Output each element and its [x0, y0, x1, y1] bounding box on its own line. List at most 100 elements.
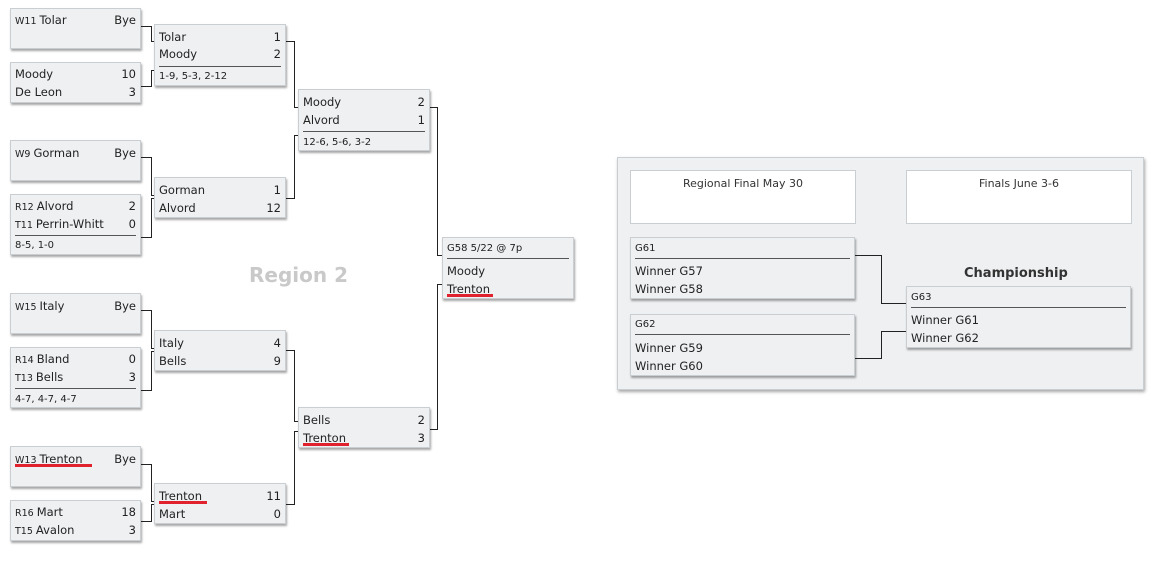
- team-score: 18: [121, 505, 136, 519]
- connector: [881, 331, 906, 332]
- divider: [911, 307, 1126, 308]
- divider: [15, 388, 136, 389]
- connector: [141, 390, 151, 391]
- team-name: Bells: [159, 354, 187, 368]
- connector: [151, 504, 152, 522]
- team-score: 9: [273, 354, 281, 368]
- game-header: G58 5/22 @ 7p: [447, 243, 523, 254]
- r3-game-2[interactable]: Bells 2 Trenton 3: [298, 407, 430, 448]
- region-title: Region 2: [249, 263, 348, 287]
- connector: [286, 198, 294, 199]
- connector: [151, 157, 152, 195]
- connector: [151, 198, 152, 238]
- seed-label: R14: [15, 355, 34, 366]
- divider: [159, 66, 281, 67]
- team-name: Moody: [447, 264, 486, 278]
- seed-label: R12: [15, 202, 34, 213]
- connector: [437, 255, 442, 256]
- r2-game-4[interactable]: Trenton 11 Mart 0: [154, 483, 286, 524]
- finals-game-g63[interactable]: G63 Winner G61 Winner G62: [906, 286, 1131, 348]
- connector: [151, 351, 154, 352]
- connector: [151, 504, 154, 505]
- r2-game-2[interactable]: Gorman 1 Alvord 12: [154, 177, 286, 218]
- finals-game-g62[interactable]: G62 Winner G59 Winner G60: [630, 314, 855, 376]
- seed-label: T11: [15, 220, 33, 231]
- connector: [294, 421, 298, 422]
- team-name: Alvord: [36, 199, 74, 213]
- game-notes: 4-7, 4-7, 4-7: [15, 394, 77, 405]
- connector: [294, 41, 295, 107]
- connector: [437, 107, 438, 255]
- team-name: Gorman: [159, 183, 206, 197]
- team-name: Trenton: [159, 489, 203, 503]
- r4-game-g58[interactable]: G58 5/22 @ 7p Moody Trenton: [442, 237, 574, 299]
- connector: [294, 350, 295, 421]
- game-header: G62: [635, 319, 656, 330]
- winner-underline: [447, 294, 493, 297]
- team-score: 12: [266, 201, 281, 215]
- team-name: De Leon: [15, 85, 63, 99]
- team-score: 2: [417, 413, 425, 427]
- team-score: Bye: [114, 299, 136, 313]
- team-score: Bye: [114, 146, 136, 160]
- r3-game-1[interactable]: Moody 2 Alvord 1 12-6, 5-6, 3-2: [298, 89, 430, 151]
- connector: [151, 198, 154, 199]
- connector: [141, 86, 151, 87]
- team-name: Trenton: [39, 452, 83, 466]
- team-score: 2: [273, 47, 281, 61]
- connector: [151, 195, 154, 196]
- team-score: 4: [273, 336, 281, 350]
- championship-title: Championship: [964, 266, 1068, 281]
- team-score: 1: [417, 113, 425, 127]
- team-name: Trenton: [447, 282, 491, 296]
- seed-label: T15: [15, 526, 33, 537]
- connector: [294, 107, 298, 108]
- team-score: 2: [128, 199, 136, 213]
- team-name: Gorman: [33, 146, 80, 160]
- connector: [294, 135, 295, 199]
- team-name: Mart: [159, 507, 186, 521]
- connector: [294, 431, 295, 505]
- seed-label: W9: [15, 149, 31, 160]
- divider: [303, 131, 425, 132]
- connector: [141, 237, 151, 238]
- regional-final-header: Regional Final May 30: [630, 170, 856, 224]
- finals-header: Finals June 3-6: [906, 170, 1132, 224]
- team-name: Perrin-Whitt: [35, 217, 104, 231]
- connector: [141, 26, 151, 27]
- team-score: 3: [128, 523, 136, 537]
- r2-game-1[interactable]: Tolar 1 Moody 2 1-9, 5-3, 2-12: [154, 24, 286, 86]
- connector: [151, 348, 154, 349]
- connector: [151, 70, 152, 87]
- team-name: Alvord: [303, 113, 340, 127]
- team-score: 0: [128, 352, 136, 366]
- connector: [151, 464, 152, 501]
- seed-label: W15: [15, 302, 37, 313]
- seed-label: T13: [15, 373, 33, 384]
- team-name: Moody: [159, 47, 198, 61]
- connector: [151, 41, 154, 42]
- team-score: 0: [273, 507, 281, 521]
- connector: [294, 135, 298, 136]
- finals-game-g61[interactable]: G61 Winner G57 Winner G58: [630, 237, 855, 299]
- team-name: Alvord: [159, 201, 196, 215]
- winner-underline: [159, 501, 207, 504]
- team-score: 3: [417, 431, 425, 445]
- connector: [151, 351, 152, 391]
- connector: [855, 358, 881, 359]
- connector: [151, 70, 154, 71]
- connector: [437, 284, 442, 285]
- connector: [141, 157, 151, 158]
- team-name: Bells: [303, 413, 331, 427]
- team-score: Bye: [114, 452, 136, 466]
- r1-game-2[interactable]: Moody 10 De Leon 3: [10, 62, 141, 103]
- r2-game-3[interactable]: Italy 4 Bells 9: [154, 330, 286, 371]
- connector: [430, 429, 437, 430]
